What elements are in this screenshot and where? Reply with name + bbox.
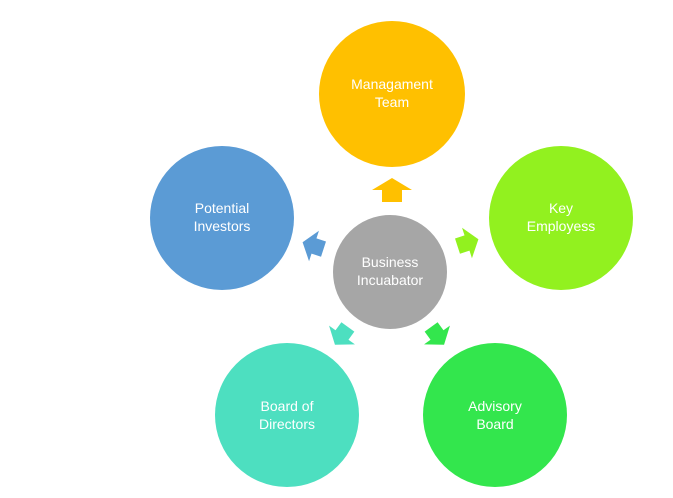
node-business-incubator-label-line1: Business	[362, 254, 419, 270]
node-advisory-board: Advisory Board	[423, 343, 567, 487]
node-potential-investors-label-line2: Investors	[194, 218, 251, 234]
node-key-employees-label-line1: Key	[549, 200, 573, 216]
node-key-employees-circle	[489, 146, 633, 290]
node-advisory-board-circle	[423, 343, 567, 487]
node-advisory-board-label-line2: Board	[476, 416, 513, 432]
node-management-team-label-line2: Team	[375, 94, 409, 110]
node-board-of-directors: Board of Directors	[215, 343, 359, 487]
node-potential-investors-circle	[150, 146, 294, 290]
node-board-of-directors-label-line2: Directors	[259, 416, 315, 432]
node-board-of-directors-label-line1: Board of	[261, 398, 314, 414]
node-potential-investors-label-line1: Potential	[195, 200, 249, 216]
node-business-incubator: Business Incuabator	[333, 215, 447, 329]
node-advisory-board-label-line1: Advisory	[468, 398, 522, 414]
node-management-team-label-line1: Managament	[351, 76, 433, 92]
arrow-to-management-team	[372, 178, 412, 202]
node-potential-investors: Potential Investors	[150, 146, 294, 290]
arrow-to-advisory-board	[424, 322, 450, 345]
node-key-employees-label-line2: Employess	[527, 218, 595, 234]
node-board-of-directors-circle	[215, 343, 359, 487]
node-management-team-circle	[319, 21, 465, 167]
node-key-employees: Key Employess	[489, 146, 633, 290]
arrow-to-board-of-directors	[329, 322, 355, 345]
arrow-to-key-employees	[455, 227, 479, 259]
node-management-team: Managament Team	[319, 21, 465, 167]
node-business-incubator-circle	[333, 215, 447, 329]
node-business-incubator-label-line2: Incuabator	[357, 272, 423, 288]
arrow-to-potential-investors	[302, 230, 326, 262]
